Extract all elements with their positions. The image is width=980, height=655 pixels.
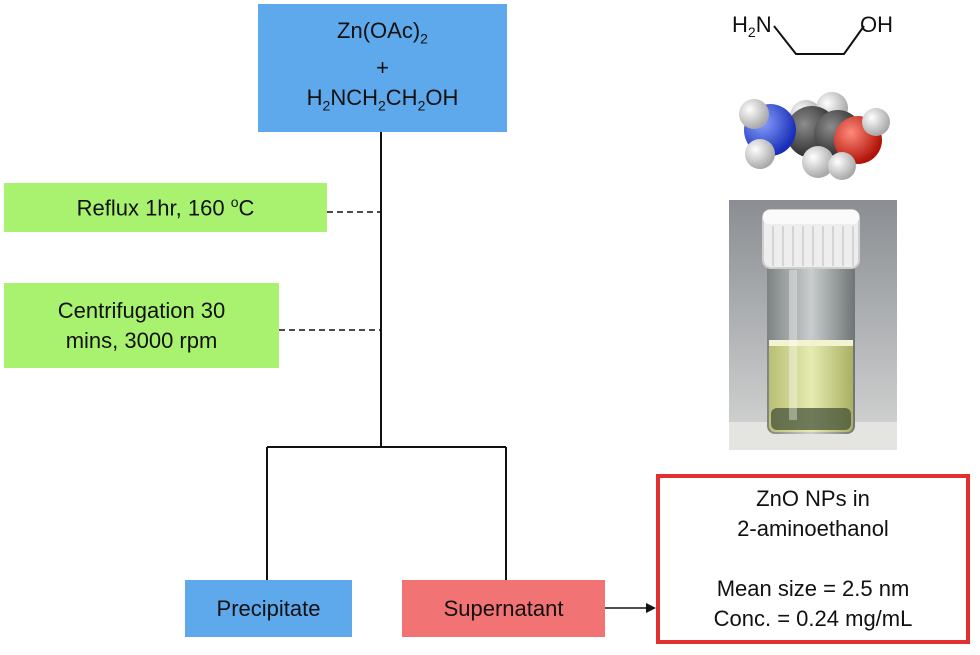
precipitate-box: Precipitate [185, 580, 352, 637]
space-filling-model-image [734, 86, 896, 182]
supernatant-box: Supernatant [402, 580, 605, 637]
zinc-acetate-text: Zn(OAc) [337, 17, 421, 43]
formula-part: OH [425, 85, 459, 110]
mean-size-text: Mean size = 2.5 nm [716, 576, 910, 601]
centrifugation-line-1: Centrifugation 30 [57, 297, 226, 323]
reflux-unit: C [238, 195, 255, 221]
concentration-text: Conc. = 0.24 mg/mL [713, 606, 913, 631]
vial-photo [729, 200, 897, 450]
reactant-line-zinc-acetate: Zn(OAc)2 [337, 16, 428, 53]
result-arrow-head [646, 603, 656, 613]
supernatant-label: Supernatant [443, 595, 564, 621]
result-line-2: 2-aminoethanol [737, 516, 889, 541]
reactant-line-ethanolamine: H2NCH2CH2OH [307, 83, 459, 120]
degree-superscript: o [230, 193, 239, 210]
amine-group-label: H2N [732, 12, 772, 40]
reflux-text: Reflux 1hr, 160 [76, 195, 231, 221]
formula-subscript: 2 [377, 97, 386, 114]
carbon-backbone [773, 25, 865, 55]
formula-part: CH [385, 85, 418, 110]
formula-part: H [306, 85, 323, 110]
result-box: ZnO NPs in 2-aminoethanol Mean size = 2.… [656, 474, 970, 644]
zinc-acetate-subscript: 2 [420, 30, 428, 46]
formula-subscript: 2 [417, 97, 426, 114]
centrifugation-line-2: mins, 3000 rpm [65, 327, 218, 353]
formula-part: NCH [330, 85, 378, 110]
centrifugation-step-box: Centrifugation 30 mins, 3000 rpm [4, 283, 279, 368]
precipitate-label: Precipitate [216, 595, 321, 621]
formula-subscript: 2 [322, 97, 331, 114]
reflux-step-box: Reflux 1hr, 160 oC [4, 183, 327, 232]
ethanolamine-skeletal-structure: H2N OH [726, 2, 896, 62]
reactant-box: Zn(OAc)2 + H2NCH2CH2OH [258, 4, 507, 132]
result-line-1: ZnO NPs in [756, 486, 870, 511]
plus-sign: + [376, 55, 389, 80]
hydroxyl-group-label: OH [860, 12, 893, 37]
